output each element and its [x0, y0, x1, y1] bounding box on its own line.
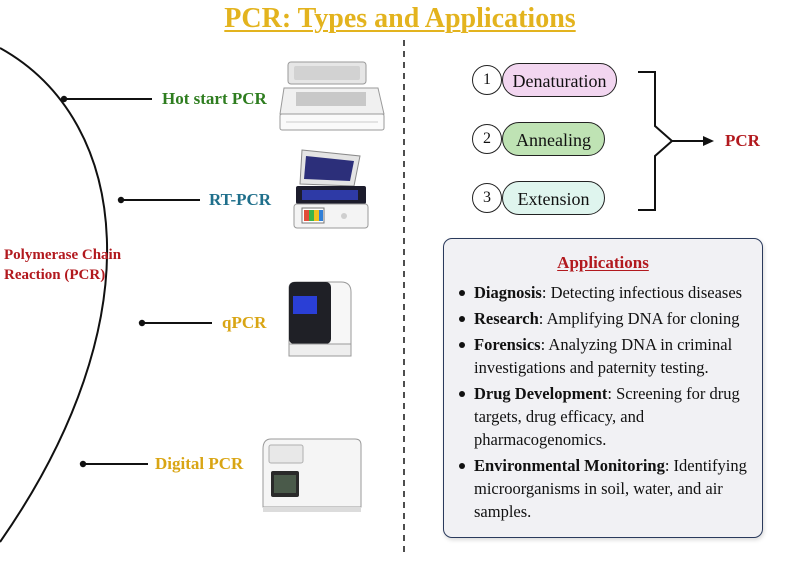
application-term: Environmental Monitoring: [474, 456, 665, 475]
spoke-dot-digital-pcr: [79, 460, 87, 468]
spoke-dot-qpcr: [138, 319, 146, 327]
step-annealing: Annealing: [502, 122, 605, 156]
application-term: Forensics: [474, 335, 541, 354]
hot-start-pcr-machine-icon: [279, 61, 385, 131]
page-title: PCR: Types and Applications: [224, 3, 576, 34]
steps-bracket: [638, 71, 674, 211]
type-spokes: [60, 95, 212, 468]
application-term: Research: [474, 309, 539, 328]
application-item: Diagnosis: Detecting infectious diseases: [456, 281, 758, 304]
step-number-2: 2: [472, 124, 502, 154]
spoke-dot-hot-start: [60, 95, 68, 103]
step-number-3: 3: [472, 183, 502, 213]
digital-pcr-machine-icon: [262, 438, 362, 512]
application-item: Drug Development: Screening for drug tar…: [456, 382, 758, 451]
applications-box: Applications Diagnosis: Detecting infect…: [443, 238, 763, 538]
pcr-arc: [0, 47, 109, 543]
application-text: : Identifying microorganisms in soil, wa…: [474, 456, 747, 521]
applications-list: Diagnosis: Detecting infectious diseases…: [456, 281, 758, 526]
steps-result-label: PCR: [725, 131, 760, 150]
step-number-1: 1: [472, 65, 502, 95]
application-item: Research: Amplifying DNA for cloning: [456, 307, 758, 330]
application-term: Drug Development: [474, 384, 608, 403]
type-label-digital-pcr: Digital PCR: [155, 454, 244, 473]
type-label-hot-start-pcr: Hot start PCR: [162, 89, 267, 108]
bracket-arrow-head: [703, 136, 714, 146]
application-text: : Screening for drug targets, drug effic…: [474, 384, 740, 449]
spoke-dot-rt-pcr: [117, 196, 125, 204]
application-item: Environmental Monitoring: Identifying mi…: [456, 454, 758, 523]
type-label-rt-pcr: RT-PCR: [209, 190, 272, 209]
application-text: : Detecting infectious diseases: [541, 283, 743, 302]
application-text: : Amplifying DNA for cloning: [538, 309, 740, 328]
application-item: Forensics: Analyzing DNA in criminal inv…: [456, 333, 758, 379]
qpcr-machine-icon: [288, 281, 352, 357]
application-term: Diagnosis: [474, 283, 542, 302]
applications-title: Applications: [557, 253, 649, 272]
step-denaturation: Denaturation: [502, 63, 617, 97]
rt-pcr-machine-icon: [293, 149, 369, 229]
application-text: : Analyzing DNA in criminal investigatio…: [474, 335, 733, 377]
step-extension: Extension: [502, 181, 605, 215]
center-label: Polymerase Chain Reaction (PCR): [4, 247, 122, 283]
type-label-qpcr: qPCR: [222, 313, 267, 332]
